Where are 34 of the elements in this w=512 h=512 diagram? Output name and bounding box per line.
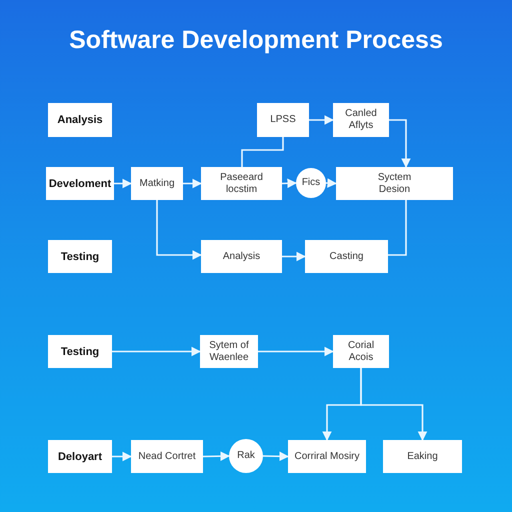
process-box: Sytem of Waenlee: [200, 335, 258, 368]
title: Software Development Process: [68, 26, 444, 55]
stage-box: Develoment: [46, 167, 114, 200]
process-box: Corriral Mosiry: [288, 440, 366, 473]
arrow: [112, 346, 201, 356]
stage-box: Testing: [48, 335, 112, 368]
arrow: [156, 200, 202, 260]
process-circle: Rak: [229, 439, 263, 473]
process-box: Matking: [131, 167, 183, 200]
arrow: [389, 119, 411, 168]
process-box: Syctem Desion: [336, 167, 453, 200]
stage-box: Testing: [48, 240, 112, 273]
arrow: [112, 452, 132, 462]
arrow: [282, 178, 297, 188]
process-box: Paseeard locstim: [201, 167, 282, 200]
process-box: LPSS: [257, 103, 309, 137]
arrow: [258, 346, 334, 356]
arrow: [202, 451, 230, 461]
process-circle: Fics: [296, 168, 326, 198]
arrow: [183, 178, 202, 188]
arrow: [309, 115, 334, 125]
process-box: Canled Aflyts: [333, 103, 389, 137]
process-box: Corial Acois: [333, 335, 389, 368]
arrow: [326, 178, 337, 188]
stage-box: Deloyart: [48, 440, 112, 473]
arrow: [262, 452, 289, 462]
process-box: Eaking: [383, 440, 462, 473]
process-box: Nead Cortret: [131, 440, 203, 473]
stage-box: Analysis: [48, 103, 112, 137]
arrow: [360, 368, 428, 441]
arrow: [114, 178, 132, 188]
process-box: Casting: [305, 240, 388, 273]
process-box: Analysis: [201, 240, 282, 273]
arrow: [282, 252, 306, 262]
